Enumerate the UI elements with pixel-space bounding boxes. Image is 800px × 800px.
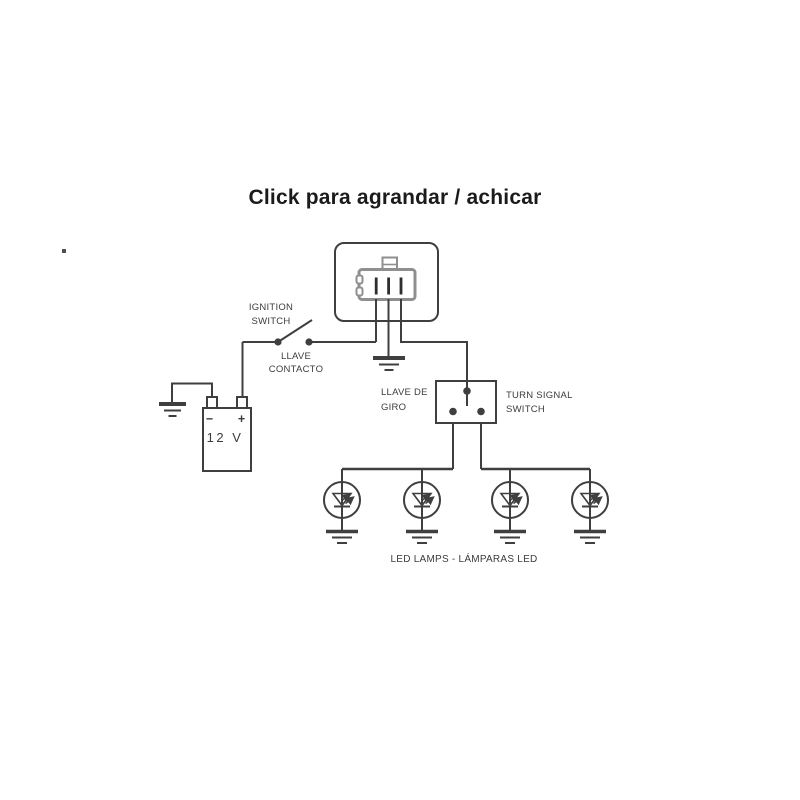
battery-icon: − + 12 V	[202, 396, 252, 472]
connector-pin	[399, 277, 403, 295]
battery-minus-label: −	[206, 412, 213, 426]
ignition-switch-label-line1: IGNITION	[249, 302, 293, 313]
battery-plus-label: +	[238, 412, 245, 426]
ground-icon	[373, 356, 405, 371]
llave-de-giro-label-line1: LLAVE DE	[381, 387, 428, 398]
turn-signal-switch-icon	[435, 380, 497, 424]
relay-connector-icon	[355, 256, 417, 301]
turn-signal-switch-label-line1: TURN SIGNAL	[506, 390, 573, 401]
wire-battery-negative	[171, 382, 213, 402]
ignition-switch-label-line2: SWITCH	[252, 316, 291, 327]
battery-body	[202, 407, 252, 472]
wiring	[171, 299, 590, 471]
connector-pin	[387, 277, 390, 295]
battery-voltage-label: 12 V	[207, 430, 244, 445]
llave-de-giro-label-line2: GIRO	[381, 402, 406, 413]
connector-pin	[374, 277, 378, 295]
battery-positive-terminal	[236, 396, 248, 409]
led-lamp-icon-3	[492, 469, 528, 543]
battery-negative-terminal	[206, 396, 218, 409]
flasher-relay	[334, 242, 439, 322]
page-title: Click para agrandar / achicar	[249, 186, 542, 209]
turn-signal-switch-label-line2: SWITCH	[506, 404, 545, 415]
ground-icon	[159, 402, 186, 417]
led-lamps-caption: LED LAMPS - LÁMPARAS LED	[391, 552, 538, 565]
llave-contacto-label-line1: LLAVE	[281, 351, 311, 362]
led-lamp-icon-4	[572, 469, 608, 543]
wire-relay-to-switch	[400, 299, 468, 381]
stray-dot	[62, 249, 66, 253]
led-lamp-icon-1	[324, 469, 360, 543]
led-lamp-icon-2	[404, 469, 440, 543]
llave-contacto-label-line2: CONTACTO	[269, 364, 323, 375]
ignition-switch-icon	[274, 319, 313, 346]
